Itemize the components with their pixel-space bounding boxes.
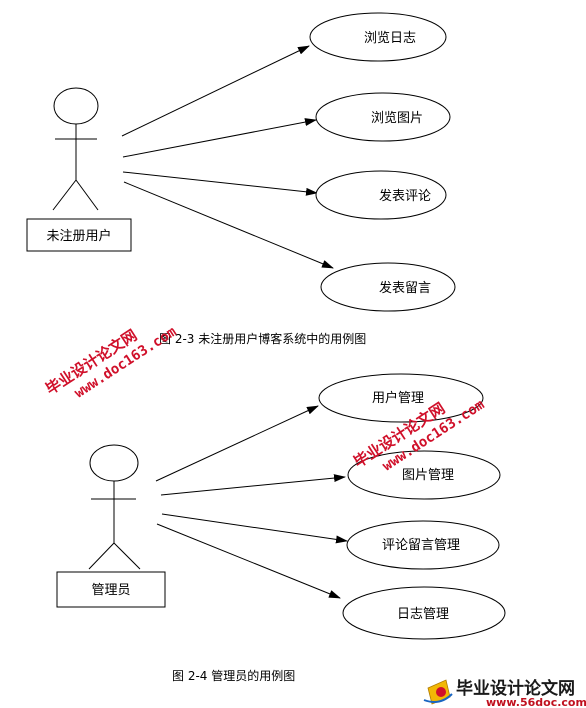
use-case-label: 日志管理 bbox=[397, 607, 449, 622]
use-case-1-3: 发表评论 bbox=[315, 170, 447, 220]
associations-2 bbox=[155, 405, 348, 599]
use-case-2-1: 用户管理 bbox=[318, 373, 484, 423]
association-comment-admin bbox=[161, 513, 348, 544]
watermark-1: 毕业设计论文网 www.doc163.com bbox=[42, 324, 179, 402]
use-case-label: 发表留言 bbox=[379, 280, 431, 296]
use-case-label: 发表评论 bbox=[379, 188, 431, 204]
use-case-1-2: 浏览图片 bbox=[315, 92, 451, 142]
use-case-label: 浏览日志 bbox=[364, 30, 416, 46]
actor-figure-2 bbox=[88, 444, 141, 570]
use-case-label: 用户管理 bbox=[372, 390, 424, 406]
use-case-2-4: 日志管理 bbox=[342, 586, 506, 640]
logo-emblem-icon bbox=[423, 679, 453, 705]
association-log-admin bbox=[156, 523, 341, 599]
association-post-comment bbox=[122, 171, 318, 196]
use-case-1-1: 浏览日志 bbox=[309, 12, 447, 62]
logo-url: www.56doc.com bbox=[486, 696, 586, 708]
actor-label-1: 未注册用户 bbox=[46, 228, 111, 244]
association-user-admin bbox=[155, 405, 319, 482]
use-case-2-3: 评论留言管理 bbox=[346, 520, 500, 570]
actor-label-2: 管理员 bbox=[91, 583, 130, 598]
use-case-label: 图片管理 bbox=[402, 468, 454, 483]
association-image-admin bbox=[160, 474, 346, 496]
logo-name: 毕业设计论文网 bbox=[456, 678, 575, 699]
use-case-label: 浏览图片 bbox=[371, 110, 423, 126]
actor-figure-1 bbox=[52, 87, 99, 211]
use-case-1-4: 发表留言 bbox=[320, 262, 456, 312]
caption-2: 图 2-4 管理员的用例图 bbox=[172, 668, 295, 683]
associations-1 bbox=[121, 45, 334, 269]
association-post-message bbox=[123, 181, 334, 269]
use-case-label: 评论留言管理 bbox=[382, 538, 460, 553]
association-browse-log bbox=[121, 45, 310, 137]
caption-1: 图 2-3 未注册用户博客系统中的用例图 bbox=[159, 331, 366, 346]
association-browse-image bbox=[122, 118, 317, 158]
actor-box-2 bbox=[56, 571, 166, 608]
use-case-2-2: 图片管理 bbox=[347, 450, 501, 500]
actor-box-1 bbox=[26, 218, 132, 252]
site-logo: 毕业设计论文网 www.56doc.com bbox=[423, 678, 586, 708]
